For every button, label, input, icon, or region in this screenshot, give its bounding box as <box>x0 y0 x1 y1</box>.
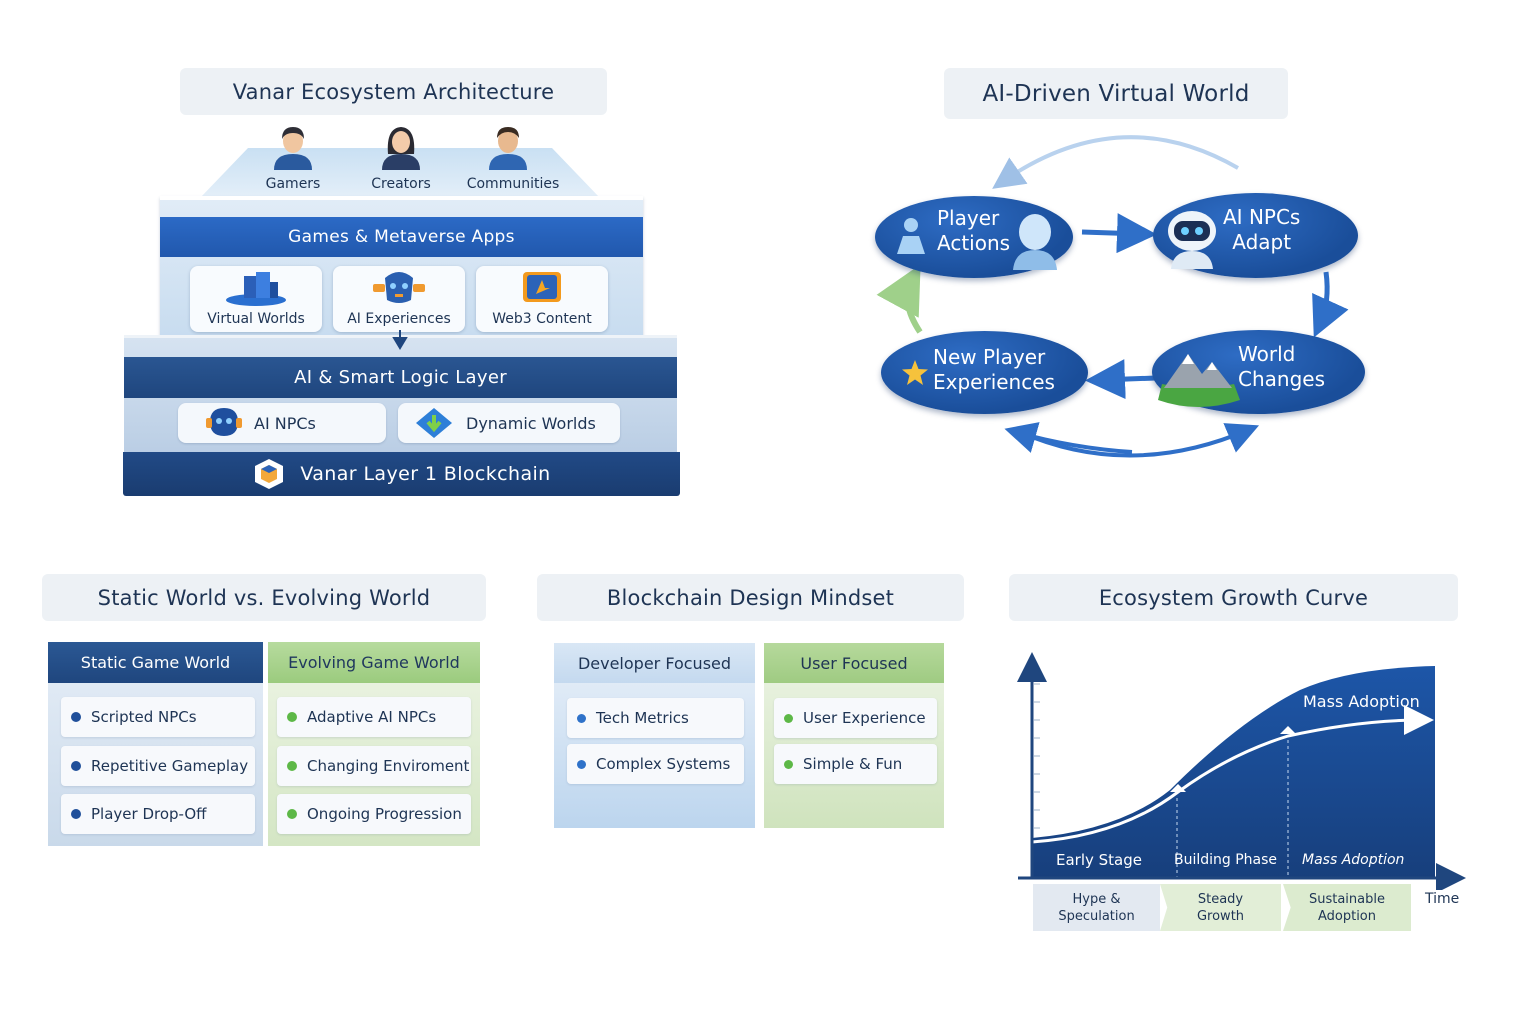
app-label-virtual-worlds: Virtual Worlds <box>207 311 305 327</box>
user-item-user-experience: User Experience <box>774 698 937 738</box>
app-label-ai-experiences: AI Experiences <box>347 311 451 327</box>
bullet-dot <box>287 712 297 722</box>
robot-head-icon <box>1168 211 1216 269</box>
app-card-ai-experiences: AI Experiences <box>333 266 465 332</box>
x-axis-label: Time <box>1425 891 1460 907</box>
web3-content-icon <box>523 272 561 302</box>
blockchain-layer-label: Vanar Layer 1 Blockchain <box>300 463 551 485</box>
curve-label-mass-adoption: Mass Adoption <box>1303 692 1420 711</box>
ai-world-title: AI-Driven Virtual World <box>944 68 1288 119</box>
bullet-dot <box>577 713 586 723</box>
evolving-item-ongoing-progression: Ongoing Progression <box>277 794 471 834</box>
developer-item-complex-systems: Complex Systems <box>567 744 744 784</box>
static-item-repetitive-gameplay: Repetitive Gameplay <box>61 746 255 786</box>
gamer-avatar-icon <box>274 127 312 170</box>
virtual-worlds-icon <box>226 272 286 306</box>
logic-item-dynamic-worlds: Dynamic Worlds <box>398 403 620 443</box>
bullet-dot <box>71 712 81 722</box>
blockchain-cube-icon <box>255 459 284 489</box>
developer-focused-header: Developer Focused <box>554 643 755 683</box>
evolving-item-adaptive-ai: Adaptive AI NPCs <box>277 697 471 737</box>
mountain-landscape-icon <box>1158 354 1240 407</box>
cycle-arrows <box>876 135 1349 458</box>
static-item-scripted-npcs: Scripted NPCs <box>61 697 255 737</box>
growth-title: Ecosystem Growth Curve <box>1009 574 1458 621</box>
static-item-player-dropoff: Player Drop-Off <box>61 794 255 834</box>
evolving-world-header: Evolving Game World <box>268 642 480 683</box>
phase-box-hype: Hype &Speculation <box>1033 884 1160 931</box>
growth-chart <box>1017 652 1466 890</box>
bullet-dot <box>71 809 81 819</box>
community-avatar-icon <box>489 127 527 170</box>
bullet-dot <box>784 713 793 723</box>
star-icon <box>902 360 928 385</box>
static-vs-evolving-title: Static World vs. Evolving World <box>42 574 486 621</box>
apps-layer-title: Games & Metaverse Apps <box>160 217 643 257</box>
player-figure-icon <box>897 218 925 254</box>
logic-item-ai-npcs: AI NPCs <box>178 403 386 443</box>
user-label-creators: Creators <box>371 176 431 192</box>
logic-label-ai-npcs: AI NPCs <box>254 413 316 433</box>
stage-label-early: Early Stage <box>1056 851 1142 869</box>
user-item-simple-fun: Simple & Fun <box>774 744 937 784</box>
user-focused-header: User Focused <box>764 643 944 683</box>
logic-layer-title: AI & Smart Logic Layer <box>124 357 677 398</box>
design-mindset-title: Blockchain Design Mindset <box>537 574 964 621</box>
creator-avatar-icon <box>382 127 420 170</box>
user-label-communities: Communities <box>466 176 560 192</box>
blockchain-layer: Vanar Layer 1 Blockchain <box>123 452 680 496</box>
developer-item-tech-metrics: Tech Metrics <box>567 698 744 738</box>
app-card-web3-content: Web3 Content <box>476 266 608 332</box>
player-avatar-icon <box>1013 214 1057 270</box>
app-label-web3-content: Web3 Content <box>492 311 592 327</box>
static-world-header: Static Game World <box>48 642 263 683</box>
stage-label-mass-adoption: Mass Adoption <box>1302 852 1405 868</box>
bullet-dot <box>287 809 297 819</box>
stage-label-building: Building Phase <box>1174 852 1278 868</box>
bullet-dot <box>287 761 297 771</box>
bullet-dot <box>577 759 586 769</box>
dynamic-worlds-icon <box>416 408 452 438</box>
bullet-dot <box>71 761 81 771</box>
connector-arrow-icon <box>392 330 408 350</box>
robot-icon <box>373 272 425 303</box>
architecture-title: Vanar Ecosystem Architecture <box>180 68 607 115</box>
logic-label-dynamic-worlds: Dynamic Worlds <box>466 413 596 433</box>
app-card-virtual-worlds: Virtual Worlds <box>190 266 322 332</box>
user-label-gamers: Gamers <box>265 176 321 192</box>
bullet-dot <box>784 759 793 769</box>
ai-npc-icon <box>206 408 242 436</box>
evolving-item-changing-environment: Changing Enviroment <box>277 746 471 786</box>
